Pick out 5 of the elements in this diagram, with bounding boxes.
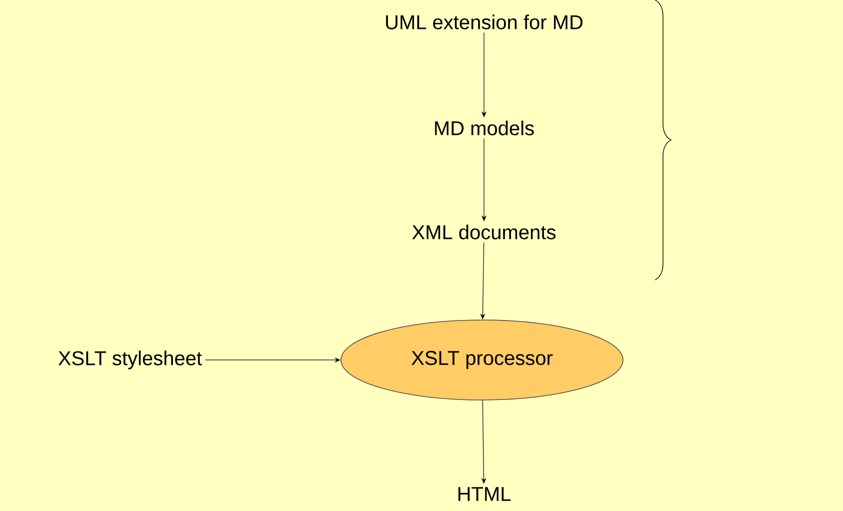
node-text: UML extension for MD bbox=[386, 14, 582, 30]
node-text: XML documents bbox=[412, 224, 556, 240]
node-text: MD models bbox=[435, 120, 534, 136]
node-text: HTML bbox=[458, 487, 511, 501]
node-text: XSLT stylesheet bbox=[58, 350, 202, 370]
